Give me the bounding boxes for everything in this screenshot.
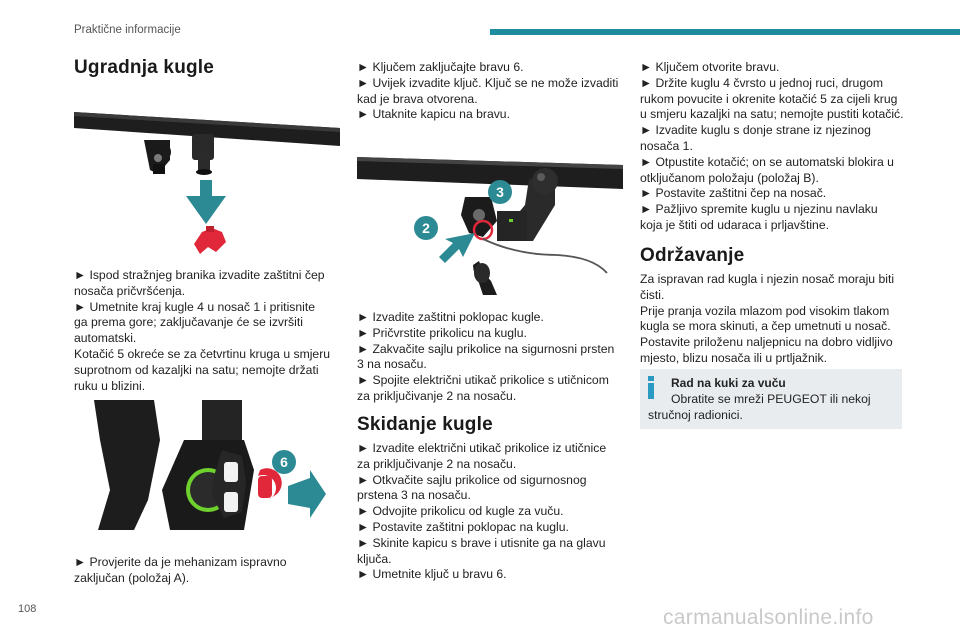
- col1-instructions-2: ► Provjerite da je mehanizam ispravno za…: [74, 555, 340, 587]
- text-line: ► Provjerite da je mehanizam ispravno: [74, 555, 287, 569]
- col2-instructions-2: ► Izvadite zaštitni poklopac kugle. ► Pr…: [357, 310, 625, 405]
- text-line: čisti.: [640, 287, 665, 302]
- text-line: ► Ispod stražnjeg branika izvadite zašti…: [74, 268, 325, 282]
- section-heading-odrzavanje: Održavanje: [640, 245, 745, 266]
- callout-3-label: 3: [496, 184, 504, 200]
- text-line: za priključivanje 2 na nosaču.: [357, 456, 517, 471]
- figure-trailer-connect: 3 2: [357, 145, 623, 295]
- text-line: kugla se mora skinuti, a čep umetnuti u …: [640, 319, 891, 334]
- text-line: ► Izvadite kuglu s donje strane iz njezi…: [640, 123, 871, 138]
- text-line: prstena 3 na nosaču.: [357, 488, 471, 503]
- text-line: ► Otkvačite sajlu prikolice od sigurnosn…: [357, 472, 587, 487]
- text-line: ► Umetnite ključ u bravu 6.: [357, 567, 507, 582]
- text-line: ► Izvadite električni utikač prikolice i…: [357, 441, 607, 455]
- text-line: suprotnom od kazaljki na satu; nemojte d…: [74, 362, 319, 377]
- text-line: ► Skinite kapicu s brave i utisnite ga n…: [357, 535, 606, 550]
- figure-hitch-insert: [74, 100, 340, 262]
- info-note-title: Rad na kuki za vuču: [671, 376, 786, 390]
- page-number: 108: [18, 603, 37, 615]
- callout-6-label: 6: [280, 454, 288, 470]
- text-line: za priključivanje 2 na nosaču.: [357, 388, 517, 403]
- text-line: ► Držite kuglu 4 čvrsto u jednoj ruci, d…: [640, 75, 884, 90]
- header-accent-bar: [490, 29, 960, 35]
- text-line: ► Utaknite kapicu na bravu.: [357, 107, 510, 122]
- info-icon: [648, 376, 654, 399]
- text-line: nosača pričvršćenja.: [74, 283, 186, 298]
- text-line: ► Umetnite kraj kugle 4 u nosač 1 i prit…: [74, 299, 316, 314]
- running-header: Praktične informacije: [74, 24, 181, 36]
- text-line: automatski.: [74, 331, 137, 346]
- text-line: Prije pranja vozila mlazom pod visokim t…: [640, 303, 890, 318]
- col3-instructions-1: ► Ključem otvorite bravu. ► Držite kuglu…: [640, 60, 906, 234]
- watermark: carmanualsonline.info: [663, 606, 874, 629]
- info-note-box: Rad na kuki za vuču Obratite se mreži PE…: [640, 369, 902, 429]
- text-line: 3 na nosaču.: [357, 357, 427, 372]
- text-line: ► Pažljivo spremite kuglu u njezinu navl…: [640, 202, 878, 217]
- text-line: Kotačić 5 okreće se za četvrtinu kruga u…: [74, 346, 331, 361]
- text-line: ► Otpustite kotačić; on se automatski bl…: [640, 154, 894, 169]
- col2-instructions-3: ► Izvadite električni utikač prikolice i…: [357, 441, 625, 583]
- text-line: ► Postavite zaštitni poklopac na kuglu.: [357, 519, 569, 534]
- text-line: ► Spojite električni utikač prikolice s …: [357, 373, 609, 388]
- callout-2-label: 2: [422, 220, 430, 236]
- text-line: ► Ključem zaključajte bravu 6.: [357, 60, 524, 74]
- col3-instructions-2: Za ispravan rad kugla i njezin nosač mor…: [640, 272, 906, 367]
- text-line: Za ispravan rad kugla i njezin nosač mor…: [640, 272, 895, 286]
- text-line: rukom povucite i okrenite kotačić 5 za c…: [640, 91, 898, 106]
- text-line: mjesto, blizu nosača ili u prtljažnik.: [640, 350, 827, 365]
- text-line: ► Odvojite prikolicu od kugle za vuču.: [357, 504, 564, 519]
- text-line: ► Pričvrstite prikolicu na kuglu.: [357, 325, 527, 340]
- section-heading-skidanje: Skidanje kugle: [357, 414, 493, 435]
- text-line: nosača 1.: [640, 138, 693, 153]
- text-line: ► Zakvačite sajlu prikolice na sigurnosn…: [357, 341, 615, 356]
- text-line: kad je brava otvorena.: [357, 91, 478, 106]
- text-line: u smjeru kazaljki na satu; nemojte pusti…: [640, 107, 904, 122]
- text-line: ► Postavite zaštitni čep na nosač.: [640, 186, 827, 201]
- text-line: koja je štiti od udaraca i prljavštine.: [640, 217, 830, 232]
- text-line: ► Izvadite zaštitni poklopac kugle.: [357, 310, 544, 324]
- col1-instructions-1: ► Ispod stražnjeg branika izvadite zašti…: [74, 268, 340, 394]
- text-line: ključa.: [357, 551, 392, 566]
- text-line: ga prema gore; zaključavanje će se izvrš…: [74, 315, 303, 330]
- figure-lock-key: 6: [74, 400, 340, 530]
- info-note-text: Obratite se mreži PEUGEOT ili nekoj stru…: [648, 392, 871, 422]
- text-line: Postavite priloženu naljepnicu na dobro …: [640, 335, 893, 350]
- text-line: otključanom položaju (položaj B).: [640, 170, 819, 185]
- text-line: zaključan (položaj A).: [74, 570, 190, 585]
- text-line: ► Ključem otvorite bravu.: [640, 60, 780, 74]
- col2-instructions-1: ► Ključem zaključajte bravu 6. ► Uvijek …: [357, 60, 625, 123]
- section-heading-ugradnja: Ugradnja kugle: [74, 57, 215, 78]
- text-line: ruku u blizini.: [74, 378, 146, 393]
- text-line: ► Uvijek izvadite ključ. Ključ se ne mož…: [357, 75, 619, 90]
